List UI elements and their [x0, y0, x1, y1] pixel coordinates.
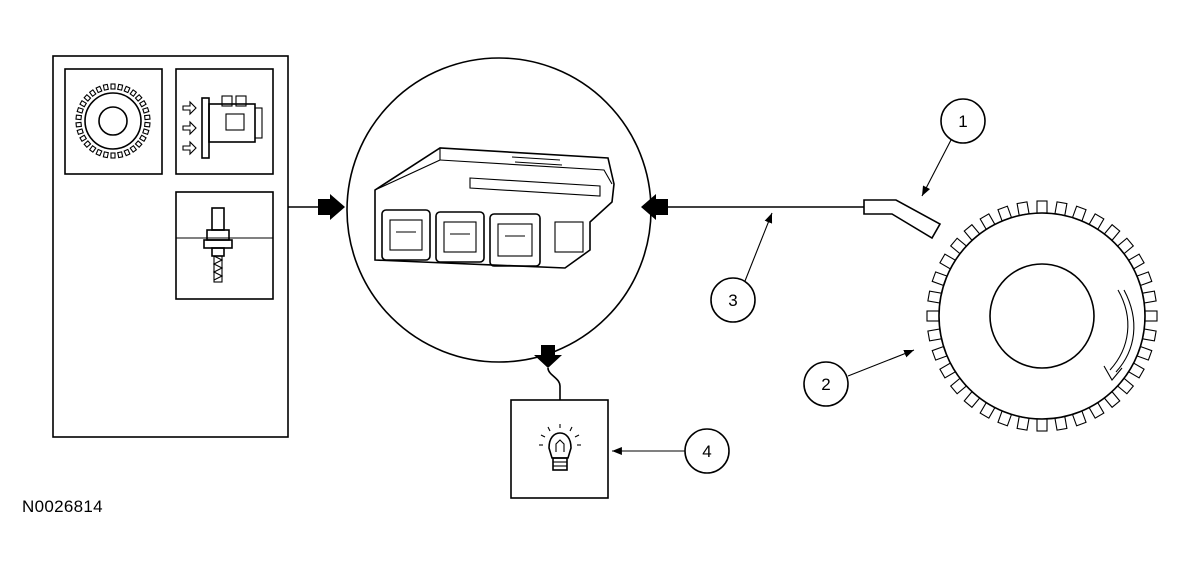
gear-tooth [939, 362, 957, 379]
crankshaft-position-sensor [863, 199, 942, 240]
gear-tooth [134, 93, 143, 102]
gear-tooth [83, 93, 92, 102]
gear-tooth [144, 114, 151, 121]
gear-tooth [95, 148, 103, 157]
gear-tooth [138, 134, 147, 142]
gear-tooth [76, 106, 84, 114]
gear-tooth [1103, 223, 1121, 242]
gear-tooth [129, 89, 138, 98]
callout-1: 1 [921, 98, 986, 197]
gear-tooth [117, 151, 124, 159]
gear-tooth [926, 310, 940, 322]
crankshaft-trigger-wheel [926, 200, 1158, 432]
gear-tooth [129, 144, 138, 153]
gear-tooth [1088, 213, 1105, 231]
gear-tooth [110, 152, 116, 159]
indicator-lamp [510, 399, 609, 499]
gear-tooth [949, 237, 968, 255]
gear-tooth [76, 128, 84, 136]
gear-tooth [79, 134, 88, 142]
gear-tooth [979, 401, 996, 419]
lamp-output-arrow [534, 345, 562, 400]
rotation-direction-arrow [1103, 289, 1135, 381]
trigger-wheel-icon [64, 68, 163, 175]
gear-tooth [963, 223, 981, 242]
gear-tooth [1116, 237, 1135, 255]
gear-tooth [939, 253, 957, 270]
gear-tooth [123, 148, 131, 157]
gear-tooth [1116, 377, 1135, 395]
gear-tooth [979, 213, 996, 231]
gear-tooth [117, 83, 124, 91]
gear-tooth [110, 83, 116, 90]
gear-tooth [1127, 253, 1145, 270]
gear-tooth [138, 100, 147, 108]
gear-tooth [1103, 390, 1121, 409]
gear-tooth [1036, 200, 1048, 214]
figure-id: N0026814 [22, 497, 103, 516]
gear-tooth [79, 100, 88, 108]
gear-tooth [142, 128, 150, 136]
callout-4: 4 [612, 428, 730, 474]
sensor-signal-wire [641, 194, 864, 220]
gear-tooth [949, 377, 968, 395]
gear-tooth [1127, 362, 1145, 379]
gear-tooth [134, 140, 143, 149]
gear-tooth [102, 83, 109, 91]
gear-tooth [88, 89, 97, 98]
gear-tooth [142, 106, 150, 114]
sensor-with-inputs-icon [175, 68, 274, 175]
gear-tooth [963, 390, 981, 409]
gear-tooth [123, 85, 131, 94]
callout-2: 2 [803, 349, 915, 407]
plug-sensor-icon [175, 191, 274, 300]
callout-3-label: 3 [728, 291, 737, 310]
gear-tooth [1088, 401, 1105, 419]
callout-2-label: 2 [821, 375, 830, 394]
gear-tooth [83, 140, 92, 149]
gear-tooth [75, 114, 82, 121]
gear-tooth [75, 121, 82, 128]
pcm-module [346, 57, 652, 363]
gear-tooth [102, 151, 109, 159]
input-signal-arrow [288, 194, 345, 220]
gear-tooth [1036, 418, 1048, 432]
gear-tooth [144, 121, 151, 128]
callout-1-label: 1 [958, 112, 967, 131]
gear-tooth [1144, 310, 1158, 322]
gear-tooth [88, 144, 97, 153]
light-bulb-icon [539, 424, 581, 471]
callout-4-label: 4 [702, 442, 711, 461]
callout-3: 3 [710, 212, 773, 323]
sensor-inputs-panel [52, 55, 289, 438]
gear-tooth [95, 85, 103, 94]
